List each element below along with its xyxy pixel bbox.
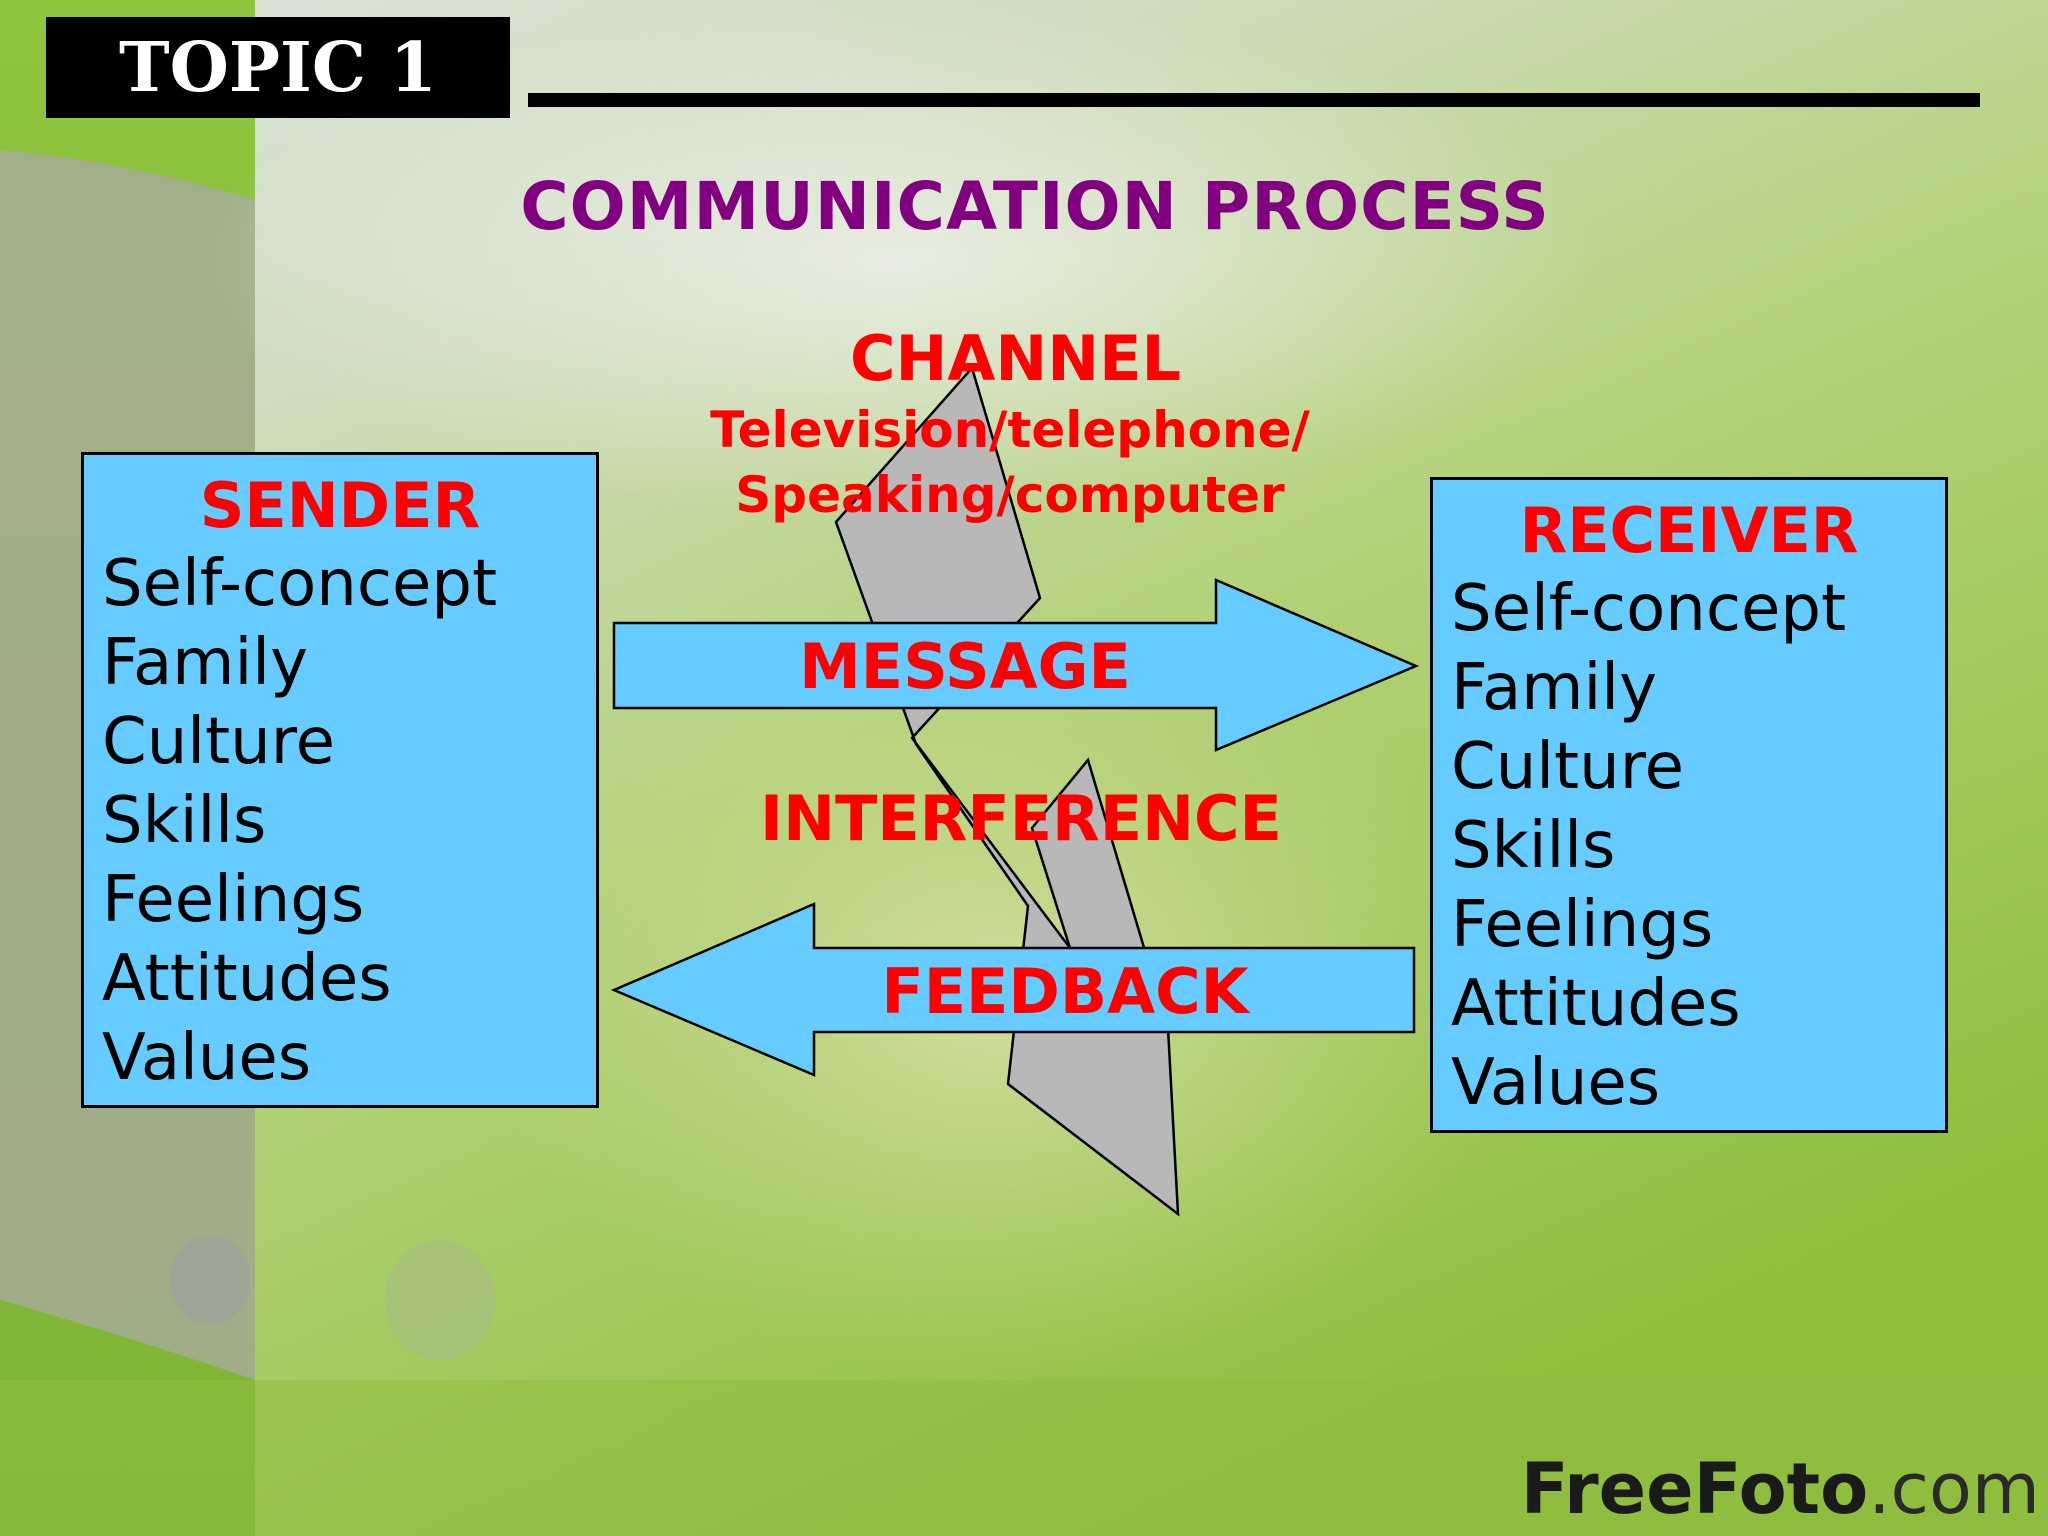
- sender-heading: SENDER: [199, 469, 481, 542]
- sender-box: SENDER Self-concept Family Culture Skill…: [81, 452, 599, 1108]
- watermark-brand: FreeFoto: [1520, 1448, 1869, 1530]
- freefoto-watermark: FreeFoto.com: [1521, 1448, 2040, 1530]
- topic-badge: TOPIC 1: [46, 17, 510, 118]
- channel-examples-line-2: Speaking/computer: [735, 466, 1285, 524]
- list-item: Attitudes: [1451, 967, 1741, 1041]
- feedback-label: FEEDBACK: [881, 955, 1249, 1028]
- list-item: Values: [102, 1021, 312, 1095]
- list-item: Feelings: [1451, 888, 1714, 962]
- list-item: Attitudes: [102, 942, 392, 1016]
- watermark-tld: .com: [1868, 1448, 2040, 1530]
- message-label: MESSAGE: [799, 630, 1131, 703]
- feedback-arrow: [610, 902, 1416, 1077]
- channel-examples: Television/telephone/ Speaking/computer: [690, 398, 1330, 528]
- list-item: Culture: [102, 705, 335, 779]
- list-item: Skills: [1451, 809, 1616, 883]
- interference-label: INTERFERENCE: [760, 782, 1282, 855]
- list-item: Culture: [1451, 730, 1684, 804]
- title-rule: [528, 93, 1980, 107]
- list-item: Skills: [102, 784, 267, 858]
- list-item: Feelings: [102, 863, 365, 937]
- channel-label: CHANNEL: [850, 322, 1182, 395]
- slide-title: COMMUNICATION PROCESS: [520, 168, 1550, 245]
- topic-text: TOPIC 1: [119, 27, 437, 108]
- channel-examples-line-1: Television/telephone/: [710, 401, 1310, 459]
- message-arrow: [612, 578, 1420, 752]
- list-item: Family: [1451, 651, 1657, 725]
- list-item: Self-concept: [102, 547, 498, 621]
- list-item: Family: [102, 626, 308, 700]
- receiver-factors: Self-concept Family Culture Skills Feeli…: [1433, 570, 1945, 1123]
- list-item: Values: [1451, 1046, 1661, 1120]
- list-item: Self-concept: [1451, 572, 1847, 646]
- receiver-box: RECEIVER Self-concept Family Culture Ski…: [1430, 477, 1948, 1133]
- receiver-heading: RECEIVER: [1519, 494, 1859, 567]
- sender-factors: Self-concept Family Culture Skills Feeli…: [84, 545, 596, 1098]
